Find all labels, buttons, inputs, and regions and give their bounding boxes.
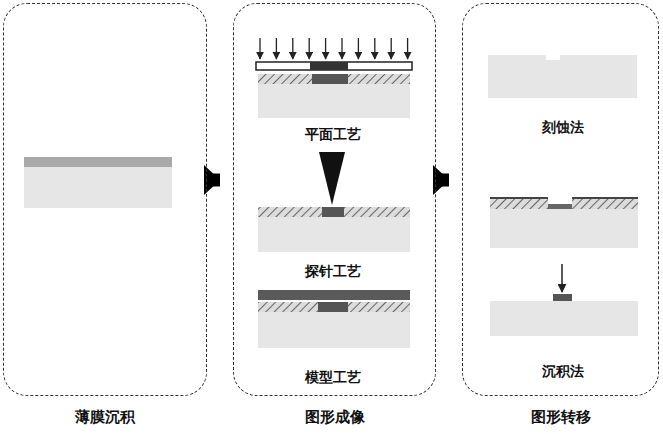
exposure-arrow — [292, 38, 293, 59]
resist-stack — [258, 74, 410, 118]
exposure-arrow — [309, 38, 310, 59]
exposure-arrow — [374, 38, 375, 59]
film-stack — [24, 157, 172, 208]
process-label: 模型工艺 — [303, 369, 363, 387]
exposure-arrow — [358, 38, 359, 59]
exposure-arrows — [260, 38, 408, 59]
flow-arrow — [434, 174, 449, 187]
process-label: 刻蚀法 — [540, 119, 586, 137]
photomask — [256, 62, 412, 70]
stage-panel: 图形转移 — [462, 3, 659, 396]
mold-stack — [258, 290, 410, 348]
stage-caption: 图形转移 — [463, 408, 658, 427]
process-label: 平面工艺 — [303, 126, 363, 144]
stage-caption: 图形成像 — [234, 408, 435, 427]
exposure-arrow — [391, 38, 392, 59]
exposure-arrow — [325, 38, 326, 59]
exposure-arrow — [259, 38, 260, 59]
etched-substrate — [488, 55, 637, 98]
exposure-arrow — [276, 38, 277, 59]
stage-panel: 图形成像 — [233, 3, 436, 396]
stage-panel: 薄膜沉积 — [3, 3, 207, 396]
exposure-arrow — [407, 38, 408, 59]
probe-stack — [258, 152, 410, 252]
process-label: 沉积法 — [540, 363, 586, 381]
flow-arrow — [205, 174, 220, 187]
stage-caption: 薄膜沉积 — [4, 408, 206, 427]
process-label: 探针工艺 — [303, 263, 363, 281]
lift-off-stack — [490, 197, 638, 336]
exposure-arrow — [341, 38, 342, 59]
